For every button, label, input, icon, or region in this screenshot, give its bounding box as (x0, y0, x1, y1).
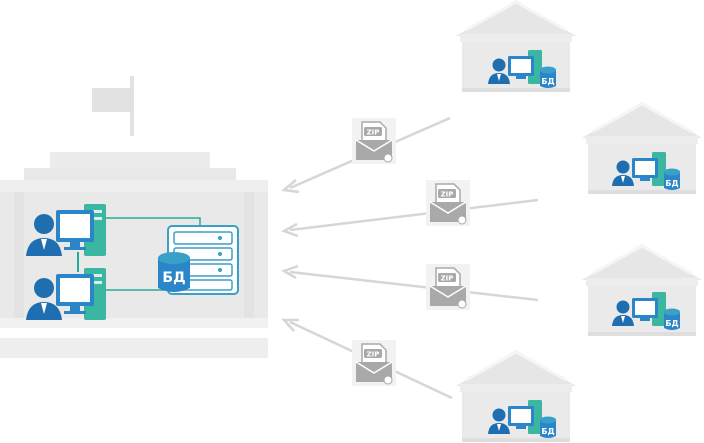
main-building (0, 76, 268, 358)
zip-envelope-1: ZIP (351, 117, 397, 165)
branch-db-label-4: БД (541, 427, 554, 436)
branch-db-label-3: БД (665, 319, 678, 328)
arrow-3-line (289, 270, 539, 302)
zip-label-4: ZIP (367, 351, 380, 359)
branch-office-3: БД (580, 242, 704, 338)
arrow-3-head (281, 264, 299, 280)
arrows (280, 116, 539, 400)
arrow-2-line (289, 198, 539, 232)
zip-label-2: ZIP (441, 191, 454, 199)
zip-envelope-3: ZIP (425, 263, 471, 311)
zip-label-3: ZIP (441, 275, 454, 283)
branch-db-label-1: БД (541, 77, 554, 86)
branch-office-4: БД (454, 348, 578, 443)
server-db-label: БД (162, 270, 185, 286)
arrow-4-head (281, 318, 299, 332)
zip-envelope-2: ZIP (425, 179, 471, 227)
flag (92, 88, 132, 112)
arrow-1-head (281, 179, 300, 194)
database-server: БД (158, 225, 239, 295)
connector-to-server-top (106, 217, 201, 228)
arrow-2-head (280, 222, 299, 238)
zip-label-1: ZIP (367, 129, 380, 137)
branch-office-2: БД (580, 100, 704, 196)
zip-envelope-4: ZIP (351, 339, 397, 387)
branch-office-1: БД (454, 0, 578, 94)
branch-db-label-2: БД (665, 179, 678, 188)
